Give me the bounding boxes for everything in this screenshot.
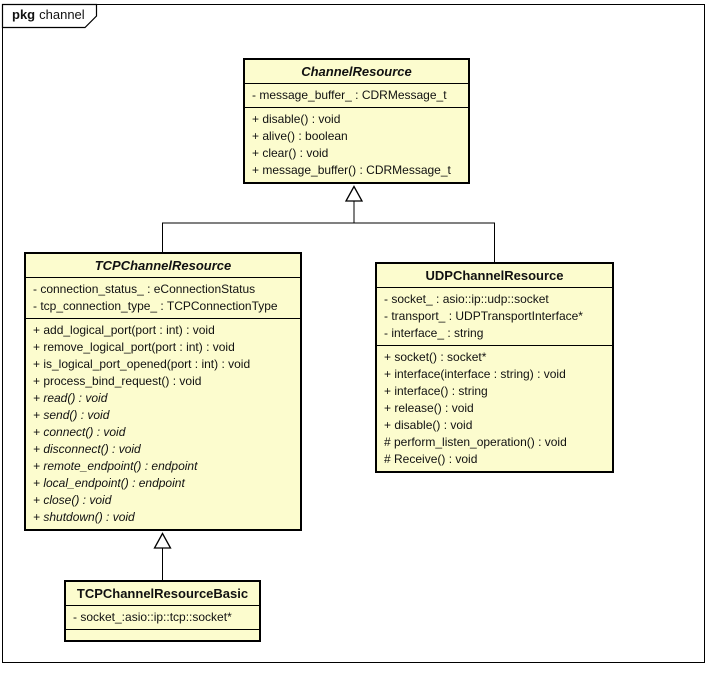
method-row: + disable() : void [384,418,473,432]
method-row: + interface(interface : string) : void [384,367,566,381]
method-row: + is_logical_port_opened(port : int) : v… [33,357,251,371]
method-row: + remove_logical_port(port : int) : void [33,340,235,354]
method-row: + process_bind_request() : void [33,374,202,388]
class-udpchannelresource: UDPChannelResource - socket_ : asio::ip:… [375,262,614,473]
abstract-method-row: + remote_endpoint() : endpoint [33,459,198,473]
abstract-method-row: + local_endpoint() : endpoint [33,476,185,490]
class-tcpchannelresource: TCPChannelResource - connection_status_ … [24,252,302,531]
attributes-compartment: - socket_:asio::ip::tcp::socket* [66,605,259,629]
methods-compartment: + socket() : socket* + interface(interfa… [377,345,612,471]
abstract-method-row: + send() : void [33,408,110,422]
method-row: # perform_listen_operation() : void [384,435,567,449]
method-row: # Receive() : void [384,452,478,466]
generalization-line-to-channelresource [162,201,495,262]
abstract-method-row: + close() : void [33,493,112,507]
methods-compartment [66,629,259,640]
abstract-method-row: + read() : void [33,391,108,405]
package-keyword: pkg [12,7,36,22]
method-row: + disable() : void [252,112,341,126]
methods-compartment: + disable() : void + alive() : boolean +… [245,107,468,182]
method-row: + alive() : boolean [252,129,348,143]
attributes-compartment: - message_buffer_ : CDRMessage_t [245,83,468,107]
generalization-triangle-channelresource [344,185,364,202]
methods-compartment: + add_logical_port(port : int) : void + … [26,318,300,529]
class-title: ChannelResource [301,64,412,79]
class-title: TCPChannelResource [94,258,232,273]
method-row: + message_buffer() : CDRMessage_t [252,163,451,177]
package-tab [1,3,98,29]
attribute-row: - connection_status_ : eConnectionStatus [33,282,256,296]
attribute-row: - tcp_connection_type_ : TCPConnectionTy… [33,299,278,313]
method-row: + clear() : void [252,146,329,160]
generalization-triangle-tcpchannelresource [153,532,172,549]
abstract-method-row: + shutdown() : void [33,510,135,524]
abstract-method-row: + connect() : void [33,425,126,439]
method-row: + release() : void [384,401,474,415]
class-channelresource: ChannelResource - message_buffer_ : CDRM… [243,58,470,184]
class-tcpchannelresourcebasic: TCPChannelResourceBasic - socket_:asio::… [64,580,261,642]
method-row: + interface() : string [384,384,488,398]
attribute-row: - message_buffer_ : CDRMessage_t [252,88,447,102]
attributes-compartment: - socket_ : asio::ip::udp::socket - tran… [377,287,612,345]
package-frame-border [2,4,705,663]
attribute-row: - socket_:asio::ip::tcp::socket* [73,610,232,624]
abstract-method-row: + disconnect() : void [33,442,141,456]
method-row: + socket() : socket* [384,350,487,364]
attribute-row: - transport_ : UDPTransportInterface* [384,309,583,323]
class-title: UDPChannelResource [425,268,564,283]
attributes-compartment: - connection_status_ : eConnectionStatus… [26,277,300,318]
attribute-row: - socket_ : asio::ip::udp::socket [384,292,549,306]
package-name: channel [39,7,85,22]
class-title: TCPChannelResourceBasic [76,586,249,601]
method-row: + add_logical_port(port : int) : void [33,323,215,337]
attribute-row: - interface_ : string [384,326,484,340]
